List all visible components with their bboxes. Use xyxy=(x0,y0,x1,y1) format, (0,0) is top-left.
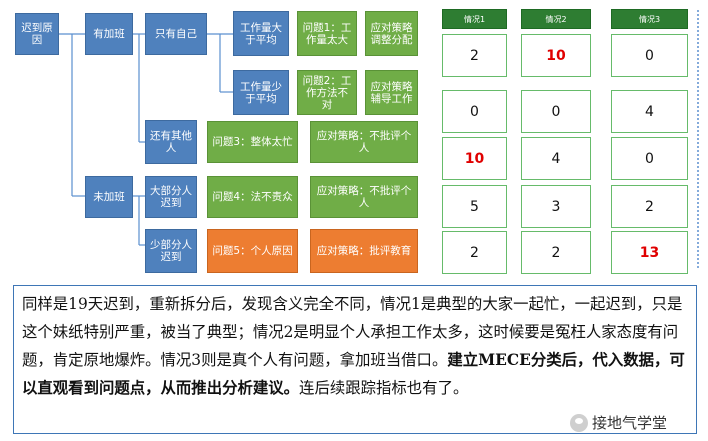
table-header-1: 情况1 xyxy=(442,9,507,29)
node-no-overtime-label: 未加班 xyxy=(93,191,125,203)
node-root-label: 迟到原因 xyxy=(21,22,53,46)
table-cell: 2 xyxy=(442,34,507,77)
node-above-avg-label: 工作量大于平均 xyxy=(240,21,282,46)
table-cell-value: 0 xyxy=(645,47,654,64)
table-cell-value: 0 xyxy=(470,103,479,120)
table-header-2-label: 情况2 xyxy=(545,14,567,24)
table-cell-value: 2 xyxy=(470,47,479,64)
watermark: 接地气学堂 xyxy=(570,412,667,433)
node-few-late: 少部分人迟到 xyxy=(145,229,197,273)
node-below-avg: 工作量少于平均 xyxy=(233,70,289,115)
table-cell-value: 10 xyxy=(546,47,566,64)
table-cell: 0 xyxy=(521,90,591,133)
node-strategy1: 应对策略调整分配 xyxy=(365,11,418,56)
node-overtime: 有加班 xyxy=(85,13,133,55)
table-cell-value: 5 xyxy=(470,198,479,215)
table-cell: 0 xyxy=(442,90,507,133)
table-cell: 0 xyxy=(611,137,688,180)
node-strategy2: 应对策略辅导工作 xyxy=(365,70,418,115)
node-root: 迟到原因 xyxy=(15,13,59,55)
table-cell-value: 2 xyxy=(645,198,654,215)
node-above-avg: 工作量大于平均 xyxy=(233,11,289,56)
table-cell: 5 xyxy=(442,185,507,228)
table-cell-highlight: 13 xyxy=(611,231,688,274)
node-only-self: 只有自己 xyxy=(145,13,207,55)
table-cell: 4 xyxy=(611,90,688,133)
table-cell-value: 0 xyxy=(551,103,561,120)
node-problem4-label: 问题4：法不责众 xyxy=(212,191,293,203)
node-problem5-label: 问题5：个人原因 xyxy=(212,245,293,257)
node-strategy5: 应对策略：批评教育 xyxy=(310,229,418,273)
node-overtime-label: 有加班 xyxy=(93,28,125,40)
table-cell: 2 xyxy=(611,185,688,228)
caption-bold: 建立MECE分类后，代入数据，可以直观看到问题点，从而推出分析建议。 xyxy=(22,351,685,397)
table-header-3: 情况3 xyxy=(611,9,688,29)
node-problem1: 问题1：工作量太大 xyxy=(297,11,357,56)
table-cell-value: 0 xyxy=(645,150,654,167)
table-cell: 0 xyxy=(611,34,688,77)
node-problem1-label: 问题1：工作量太大 xyxy=(302,21,352,46)
table-cell-highlight: 10 xyxy=(521,34,591,77)
table-cell-value: 4 xyxy=(645,103,654,120)
table-cell: 2 xyxy=(521,231,591,274)
wechat-icon xyxy=(570,413,588,432)
node-most-late: 大部分人迟到 xyxy=(145,176,197,218)
node-strategy3: 应对策略：不批评个人 xyxy=(310,121,418,163)
watermark-label: 接地气学堂 xyxy=(592,414,668,432)
table-cell: 4 xyxy=(521,137,591,180)
node-strategy4: 应对策略：不批评个人 xyxy=(310,176,418,218)
table-cell: 2 xyxy=(442,231,507,274)
node-only-self-label: 只有自己 xyxy=(155,28,197,40)
node-others-too-label: 还有其他人 xyxy=(150,130,192,154)
node-few-late-label: 少部分人迟到 xyxy=(150,239,192,263)
table-cell-value: 3 xyxy=(551,198,561,215)
table-cell-value: 2 xyxy=(551,244,561,261)
caption-part1: 同样是19天迟到，重新拆分后，发现含义完全不同，情况1是典型的大家一起忙，一起迟… xyxy=(22,295,683,369)
node-problem3-label: 问题3：整体太忙 xyxy=(212,136,293,148)
node-below-avg-label: 工作量少于平均 xyxy=(240,80,282,105)
table-cell-value: 13 xyxy=(639,244,660,261)
node-problem2-label: 问题2：工作方法不对 xyxy=(302,74,352,111)
node-strategy4-label: 应对策略：不批评个人 xyxy=(316,185,412,209)
table-cell: 3 xyxy=(521,185,591,228)
table-cell-highlight: 10 xyxy=(442,137,507,180)
table-header-1-label: 情况1 xyxy=(463,14,486,24)
node-strategy5-label: 应对策略：批评教育 xyxy=(316,245,412,257)
node-most-late-label: 大部分人迟到 xyxy=(150,185,192,209)
node-others-too: 还有其他人 xyxy=(145,120,197,164)
node-strategy3-label: 应对策略：不批评个人 xyxy=(316,130,412,154)
table-cell-value: 4 xyxy=(551,150,561,167)
node-problem3: 问题3：整体太忙 xyxy=(207,121,298,163)
node-no-overtime: 未加班 xyxy=(85,176,133,218)
table-header-3-label: 情况3 xyxy=(638,14,661,24)
node-strategy1-label: 应对策略调整分配 xyxy=(370,21,413,46)
node-problem5: 问题5：个人原因 xyxy=(207,229,298,273)
caption-text: 同样是19天迟到，重新拆分后，发现含义完全不同，情况1是典型的大家一起忙，一起迟… xyxy=(13,285,697,434)
table-header-2: 情况2 xyxy=(521,9,591,29)
node-strategy2-label: 应对策略辅导工作 xyxy=(370,80,413,105)
node-problem2: 问题2：工作方法不对 xyxy=(297,70,357,115)
table-cell-value: 2 xyxy=(470,244,479,261)
node-problem4: 问题4：法不责众 xyxy=(207,176,298,218)
caption-part2: 连后续跟踪指标也有了。 xyxy=(299,379,469,397)
table-cell-value: 10 xyxy=(464,150,485,167)
